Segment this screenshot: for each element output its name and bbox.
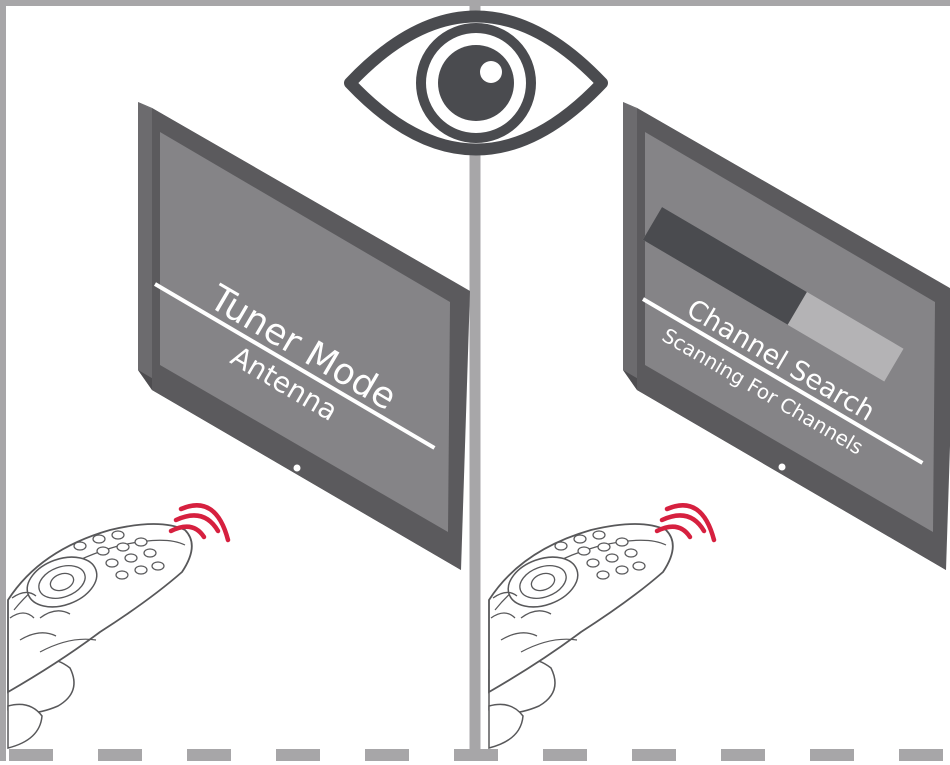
left-remote-control-icon xyxy=(8,524,192,748)
power-light-icon xyxy=(294,465,301,472)
right-tv: Channel Search Scanning For Channels xyxy=(623,102,950,570)
right-remote-control-icon xyxy=(489,524,673,748)
eye-icon xyxy=(341,17,611,150)
left-tv: Tuner Mode Antenna xyxy=(136,102,470,570)
power-light-icon xyxy=(779,464,786,471)
